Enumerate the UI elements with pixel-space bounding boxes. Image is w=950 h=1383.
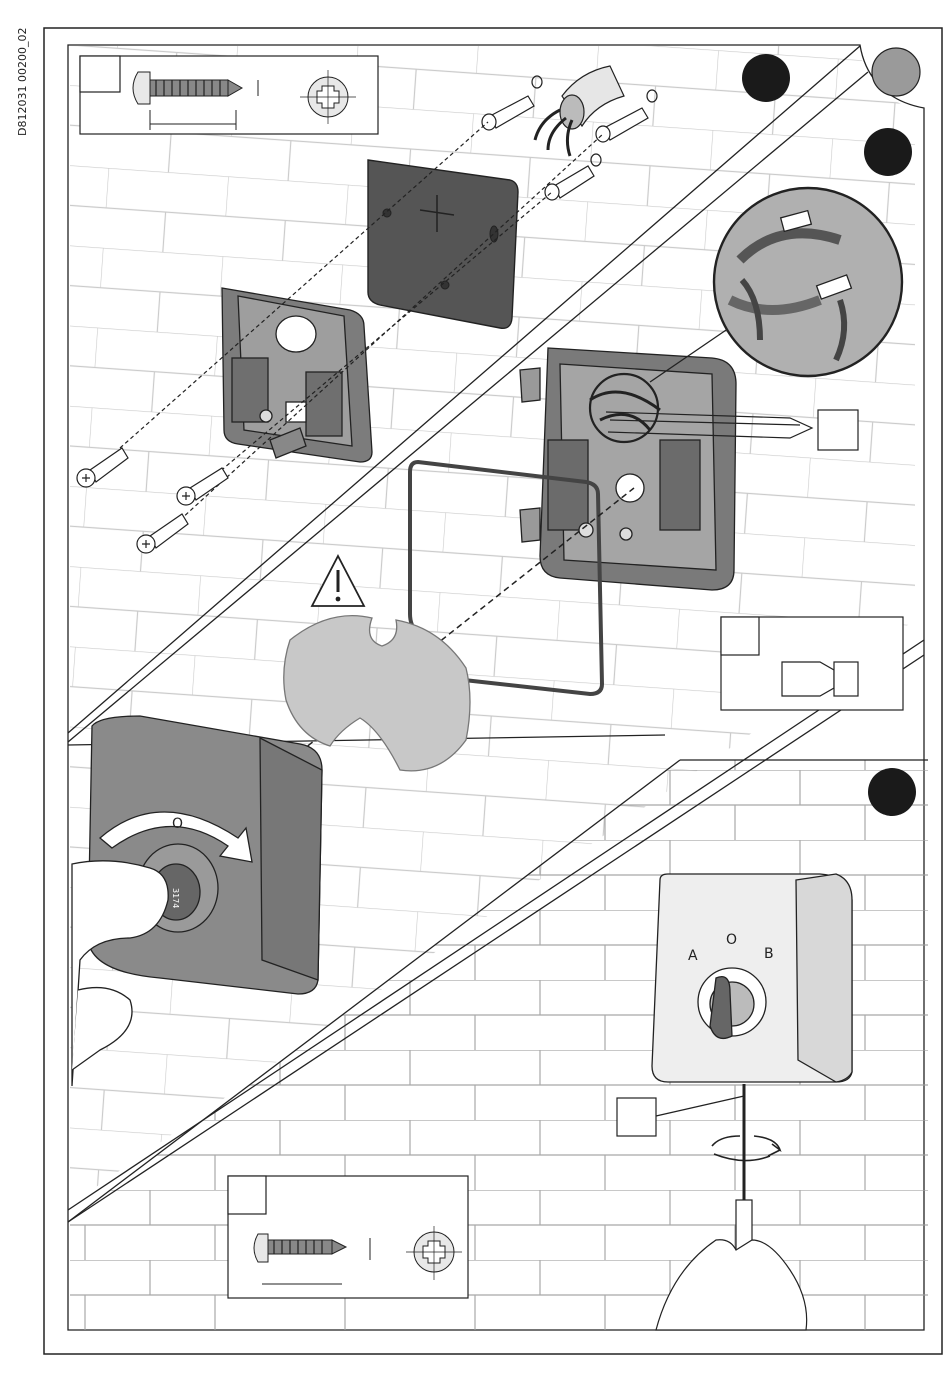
switch-label-o: O bbox=[726, 932, 737, 948]
terminal-spec-box bbox=[721, 617, 903, 710]
step-circle-4 bbox=[868, 768, 916, 816]
finished-switch bbox=[652, 874, 852, 1082]
switch-label-a: A bbox=[688, 948, 698, 964]
wire-terminal-icon bbox=[782, 662, 858, 696]
screw-spec-box-top bbox=[80, 56, 378, 134]
base-unit bbox=[222, 288, 372, 462]
step-circle-1 bbox=[742, 54, 790, 102]
switch-position-o-left: O bbox=[172, 816, 183, 832]
step-circle-3 bbox=[864, 128, 912, 176]
step-circle-2-gray bbox=[872, 48, 920, 96]
screw-spec-box-bottom bbox=[228, 1176, 468, 1298]
wire-detail-zoom bbox=[714, 188, 902, 376]
switch-label-b: B bbox=[764, 946, 774, 962]
wall-plate bbox=[368, 160, 518, 328]
assembled-unit-wired bbox=[520, 348, 736, 590]
key-number: 3174 bbox=[171, 888, 180, 908]
